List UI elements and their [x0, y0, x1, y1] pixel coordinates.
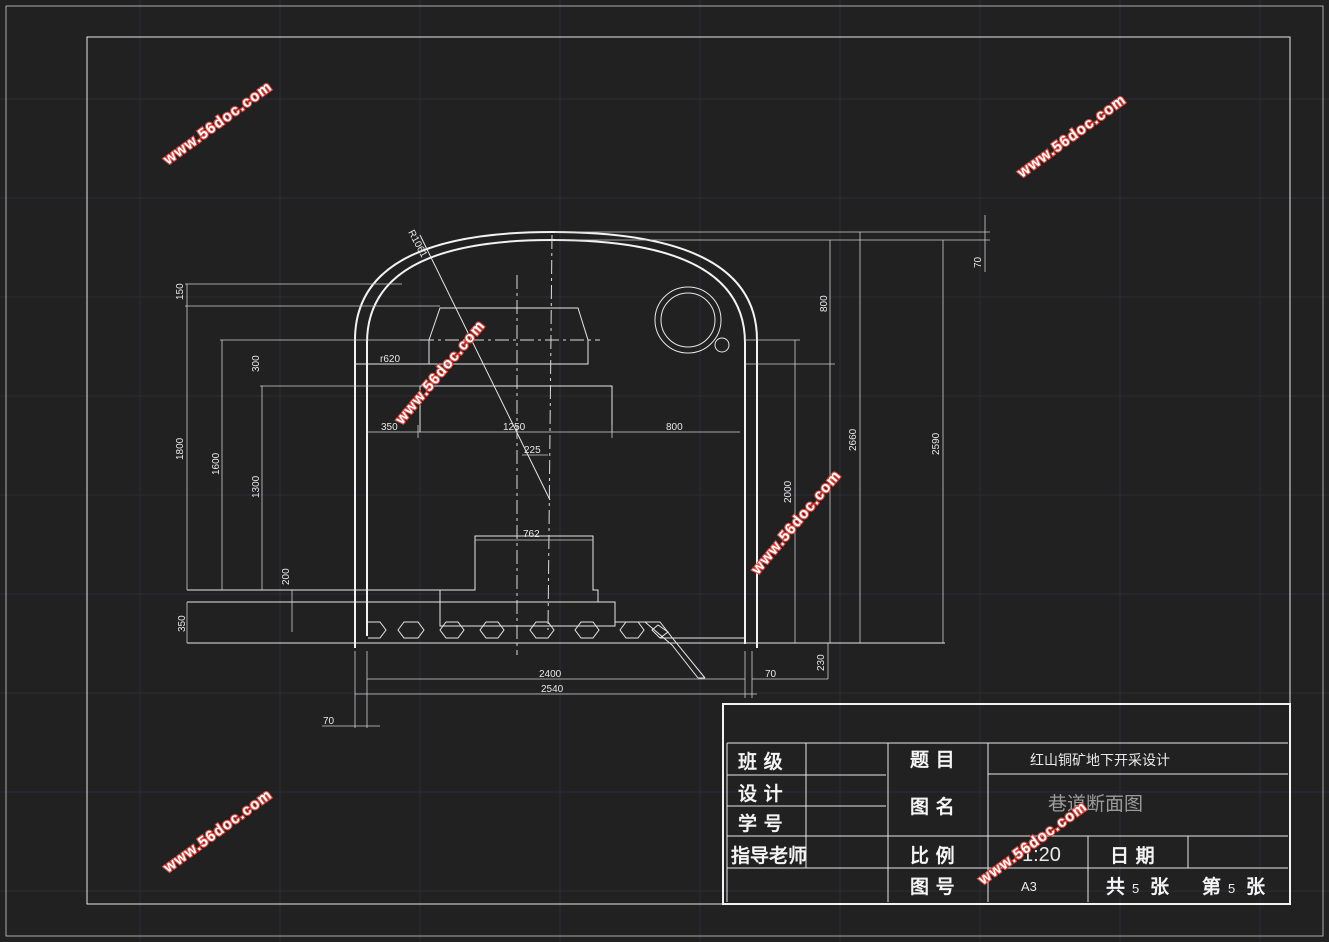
dim-225: 225 [524, 445, 541, 456]
date-label: 日 期 [1110, 845, 1155, 867]
tunnel-inner-profile [366, 238, 746, 644]
watermarks: www.56doc.com www.56doc.com www.56doc.co… [158, 77, 1130, 890]
dim-2660: 2660 [848, 428, 859, 451]
total-label-b: 张 [1150, 876, 1170, 898]
class-label: 班 级 [738, 750, 783, 773]
radius-leader [419, 234, 551, 501]
dim-2400: 2400 [539, 669, 562, 680]
title-block: 班 级 设 计 学 号 指导老师 题 目 红山铜矿地下开采设计 图 名 巷道断面… [722, 703, 1291, 905]
dim-1300: 1300 [251, 475, 262, 498]
dim-70-right: 70 [765, 669, 777, 680]
drawing-name-value: 巷道断面图 [1048, 793, 1143, 815]
advisor-label: 指导老师 [731, 844, 807, 867]
upper-equipment [419, 385, 613, 432]
dim-200: 200 [281, 568, 292, 585]
dim-230: 230 [816, 654, 827, 671]
tunnel-outer-profile [354, 230, 758, 648]
watermark-top-left: www.56doc.com [160, 78, 276, 169]
dimension-texts: R1061 r620 150 1800 1600 1300 300 200 35… [175, 228, 984, 727]
ventilation-pipe-outer [654, 286, 722, 354]
inner-drawing-frame [86, 36, 1291, 905]
water-pipe [714, 337, 730, 353]
watermark-bottom-left: www.56doc.com [160, 786, 276, 877]
sheet-label-b: 张 [1246, 876, 1266, 898]
dim-1800: 1800 [175, 437, 186, 460]
drawing-no-label: 图 号 [910, 876, 955, 898]
scale-label: 比 例 [910, 844, 955, 867]
dimension-lines [185, 215, 990, 728]
tunnel-centerline [547, 234, 553, 631]
dim-2000: 2000 [783, 480, 794, 503]
dim-150: 150 [175, 283, 186, 300]
dim-350-vertical: 350 [177, 615, 188, 632]
drawing-name-label: 图 名 [910, 795, 955, 818]
scale-value: 1:20 [1022, 844, 1061, 866]
watermark-center-left: www.56doc.com [391, 317, 488, 428]
dim-1250: 1250 [503, 422, 526, 433]
dim-800-vertical: 800 [819, 295, 830, 312]
dim-r620: r620 [380, 354, 400, 365]
subject-value: 红山铜矿地下开采设计 [1030, 753, 1170, 769]
equipment-base [439, 535, 616, 627]
design-label: 设 计 [738, 783, 783, 805]
ventilation-pipe-inner [660, 292, 716, 348]
student-id-label: 学 号 [738, 812, 783, 835]
dim-2590: 2590 [931, 432, 942, 455]
watermark-top-right: www.56doc.com [1014, 91, 1130, 182]
dim-1600: 1600 [211, 452, 222, 475]
dim-70-top: 70 [973, 256, 984, 268]
subject-label: 题 目 [910, 749, 955, 771]
dim-762: 762 [523, 529, 540, 540]
dim-r1061: R1061 [405, 228, 429, 260]
drainage-ditch [615, 621, 706, 679]
dim-2540: 2540 [541, 684, 564, 695]
sheet-number: 5 [1228, 881, 1235, 896]
paper-size: A3 [1021, 879, 1037, 894]
dim-70-left: 70 [323, 716, 335, 727]
dim-300: 300 [251, 355, 262, 372]
total-count: 5 [1132, 881, 1139, 896]
ballast-pattern [368, 621, 669, 639]
sheet-label-a: 第 [1202, 875, 1221, 898]
dim-350-horizontal: 350 [381, 422, 398, 433]
outer-sheet-border [5, 5, 1324, 937]
watermark-bottom-right: www.56doc.com [975, 798, 1091, 889]
total-label-a: 共 [1106, 876, 1125, 898]
dim-800-horizontal: 800 [666, 422, 683, 433]
tunnel-section [187, 230, 945, 679]
title-block-frame [722, 703, 1291, 905]
